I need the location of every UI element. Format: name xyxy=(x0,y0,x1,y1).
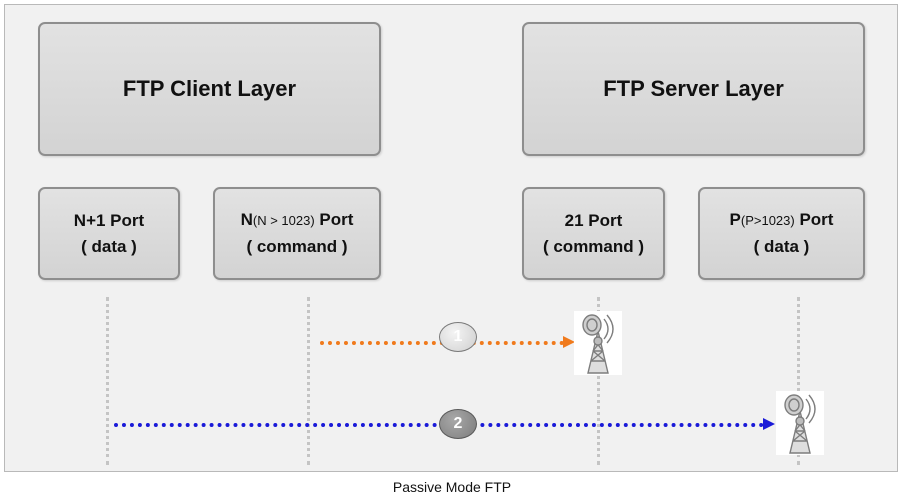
connection-1-step-badge: 1 xyxy=(439,322,477,352)
server-command-port-box: 21 Port ( command ) xyxy=(522,187,665,280)
connection-2-step-badge: 2 xyxy=(439,409,477,439)
client-command-port-role: ( command ) xyxy=(246,237,348,256)
client-data-port-box: N+1 Port ( data ) xyxy=(38,187,180,280)
connection-2-arrowhead xyxy=(763,418,775,430)
server-data-port-role: ( data ) xyxy=(753,237,810,256)
server-command-lifeline xyxy=(597,297,600,465)
client-command-port-label: N(N > 1023) Port xyxy=(240,210,354,229)
server-tower-icon xyxy=(574,311,622,375)
server-data-lifeline xyxy=(797,297,800,465)
ftp-server-layer-label: FTP Server Layer xyxy=(603,76,784,101)
connection-1-arrowhead xyxy=(563,336,575,348)
client-data-port-role: ( data ) xyxy=(81,236,137,256)
client-data-lifeline xyxy=(106,297,109,465)
server-tower-icon xyxy=(776,391,824,455)
ftp-server-layer-box: FTP Server Layer xyxy=(522,22,865,156)
client-data-port-label: N+1 Port xyxy=(73,210,145,230)
client-port-qualifier: (N > 1023) xyxy=(252,213,315,228)
diagram-caption: Passive Mode FTP xyxy=(392,479,512,495)
server-data-port-label: P(P>1023) Port xyxy=(729,210,834,229)
server-command-port-label: 21 Port xyxy=(564,210,623,230)
ftp-client-layer-box: FTP Client Layer xyxy=(38,22,381,156)
server-command-port-role: ( command ) xyxy=(542,236,645,256)
client-command-lifeline xyxy=(307,297,310,465)
ftp-client-layer-label: FTP Client Layer xyxy=(122,76,297,101)
client-command-port-box: N(N > 1023) Port ( command ) xyxy=(213,187,381,280)
server-data-port-box: P(P>1023) Port ( data ) xyxy=(698,187,865,280)
server-port-qualifier: (P>1023) xyxy=(740,213,795,228)
